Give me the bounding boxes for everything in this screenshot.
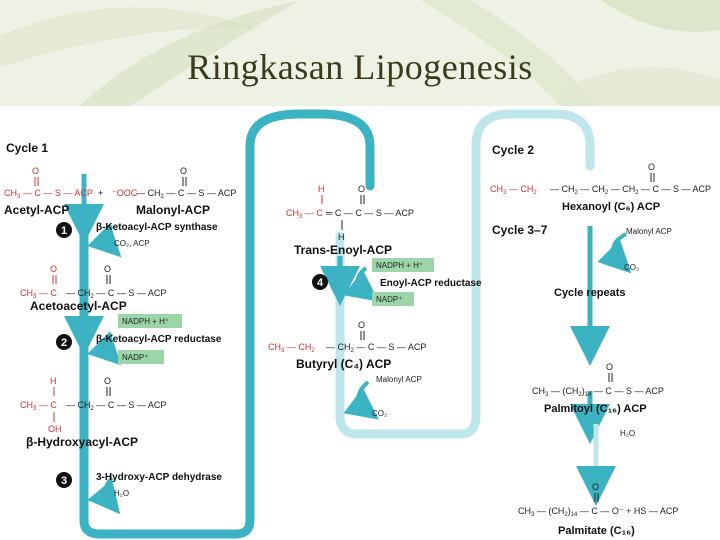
step-1-byproduct: CO₂, ACP — [114, 239, 150, 248]
trans-enoyl-acp-label: Trans-Enoyl-ACP — [294, 243, 392, 257]
hydroxyacyl-acp-label: β-Hydroxyacyl-ACP — [26, 435, 138, 449]
palmitate-structure: O CH3 — (CH2)14 — C — O⁻ + HS — ACP — [518, 482, 678, 518]
svg-text:CH3 — CH2: CH3 — CH2 — [490, 184, 537, 196]
hydroxyacyl-acp-structure: H O CH3 — C — CH2 — C — S — ACP OH — [20, 376, 166, 434]
svg-text:H: H — [338, 232, 345, 242]
water-input-label: H₂O — [620, 429, 635, 438]
cycle-repeats-label: Cycle repeats — [554, 287, 626, 299]
acetoacetyl-acp-label: Acetoacetyl-ACP — [30, 299, 127, 313]
curved-arrow-icon — [87, 476, 121, 515]
step-4-cofactor-in: NADPH + H⁺ — [376, 261, 423, 270]
pathway-flow-line — [79, 109, 375, 539]
trans-enoyl-acp-structure: H O CH3 — C ═ C — C — S — ACP H — [286, 184, 414, 242]
nadph-box — [118, 314, 182, 328]
cycle-3-7-label: Cycle 3–7 — [492, 223, 548, 237]
butyryl-acp-structure: O CH3 — CH2 — CH2 — C — S — ACP — [268, 320, 426, 354]
co2-output-label: CO₂ — [372, 409, 387, 418]
step-1-number: 1 — [61, 225, 67, 237]
svg-text:O: O — [180, 166, 187, 176]
step-1-badge — [56, 222, 72, 238]
hexanoyl-acp-label: Hexanoyl (C₆) ACP — [562, 201, 660, 213]
svg-text:+: + — [98, 188, 103, 198]
svg-text:CH3 — C: CH3 — C — [20, 400, 57, 412]
palmitoyl-acp-label: Palmitoyl (C₁₆) ACP — [544, 403, 647, 415]
acetyl-acp-structure: O CH3 — C — S — ACP + ⁻OOC — CH2 — C — S… — [4, 166, 236, 200]
svg-text:O: O — [104, 376, 111, 386]
svg-text:O: O — [358, 184, 365, 194]
step-3-number: 3 — [61, 475, 67, 487]
co2-output-label-right: CO₂ — [624, 263, 639, 272]
svg-text:CH3 — C — S — ACP: CH3 — C — S — ACP — [4, 188, 93, 200]
acetyl-acp-label: Acetyl-ACP — [4, 203, 69, 217]
malonyl-input-label-right: Malonyl ACP — [626, 227, 672, 236]
curved-arrow-icon — [597, 232, 632, 274]
curved-arrow-icon — [87, 223, 122, 258]
svg-text:O: O — [606, 362, 613, 372]
nadp-box — [118, 350, 164, 364]
step-4-number: 4 — [317, 277, 324, 289]
step-2-number: 2 — [61, 337, 67, 349]
curved-arrow-icon — [87, 331, 122, 366]
svg-text:CH3 — C: CH3 — C — [20, 288, 57, 300]
slide-header: Ringkasan Lipogenesis — [0, 0, 720, 106]
step-2-cofactor-in: NADPH + H⁺ — [122, 317, 169, 326]
svg-text:⁻OOC: ⁻OOC — [112, 188, 138, 198]
curved-arrow-icon — [343, 380, 379, 420]
svg-text:— CH2 — CH2 — CH2 — C — S — AC: — CH2 — CH2 — CH2 — C — S — ACP — [550, 184, 711, 196]
step-2-enzyme: β-Ketoacyl-ACP reductase — [96, 334, 222, 345]
malonyl-input-label: Malonyl ACP — [376, 375, 422, 384]
svg-text:CH3 — C: CH3 — C — [286, 208, 323, 220]
svg-text:═ C — C — S — ACP: ═ C — C — S — ACP — [325, 208, 414, 218]
step-3-badge — [56, 472, 72, 488]
step-4-enzyme: Enoyl-ACP reductase — [380, 278, 482, 289]
nadph-box — [372, 258, 434, 272]
lipogenesis-diagram: Cycle 1 O CH3 — C — S — ACP + ⁻OOC — CH2… — [0, 106, 720, 540]
step-3-byproduct: H₂O — [114, 489, 129, 498]
curved-arrow-icon — [343, 266, 379, 302]
svg-text:CH3 — (CH2)14 — C — S — ACP: CH3 — (CH2)14 — C — S — ACP — [532, 386, 664, 398]
leaf-background-decoration — [0, 0, 720, 106]
nadp-box — [372, 292, 414, 306]
step-3-enzyme: 3-Hydroxy-ACP dehydrase — [96, 472, 222, 483]
cycle-1-label: Cycle 1 — [6, 141, 48, 155]
svg-text:H: H — [318, 184, 325, 194]
palmitate-label: Palmitate (C₁₆) — [558, 525, 635, 537]
svg-text:O: O — [50, 264, 57, 274]
malonyl-acp-label: Malonyl-ACP — [136, 203, 210, 217]
hexanoyl-acp-structure: O CH3 — CH2 — CH2 — CH2 — CH2 — C — S — … — [490, 162, 711, 196]
page-title: Ringkasan Lipogenesis — [187, 47, 533, 87]
step-2-cofactor-out: NADP⁺ — [122, 353, 148, 362]
step-2-badge — [56, 334, 72, 350]
step-4-cofactor-out: NADP⁺ — [376, 295, 402, 304]
svg-text:— CH2 — C — S — ACP: — CH2 — C — S — ACP — [136, 188, 236, 200]
palmitoyl-acp-structure: O CH3 — (CH2)14 — C — S — ACP — [532, 362, 664, 398]
svg-text:O: O — [104, 264, 111, 274]
svg-text:OH: OH — [48, 424, 62, 434]
acetoacetyl-acp-structure: O O CH3 — C — CH2 — C — S — ACP — [20, 264, 166, 300]
svg-text:O: O — [32, 166, 39, 176]
step-1-enzyme: β-Ketoacyl-ACP synthase — [96, 222, 218, 233]
svg-text:O: O — [592, 482, 599, 492]
svg-text:O: O — [648, 162, 655, 172]
pathway-flow-line-2 — [335, 109, 595, 439]
step-4-badge — [312, 274, 328, 290]
cycle-2-label: Cycle 2 — [492, 143, 534, 157]
butyryl-acp-label: Butyryl (C₄) ACP — [296, 357, 391, 371]
svg-text:CH3 — (CH2)14 — C — O⁻ + HS —: CH3 — (CH2)14 — C — O⁻ + HS — ACP — [518, 506, 678, 518]
svg-text:H: H — [50, 376, 57, 386]
svg-text:O: O — [358, 320, 365, 330]
svg-text:CH3 — CH2: CH3 — CH2 — [268, 342, 315, 354]
